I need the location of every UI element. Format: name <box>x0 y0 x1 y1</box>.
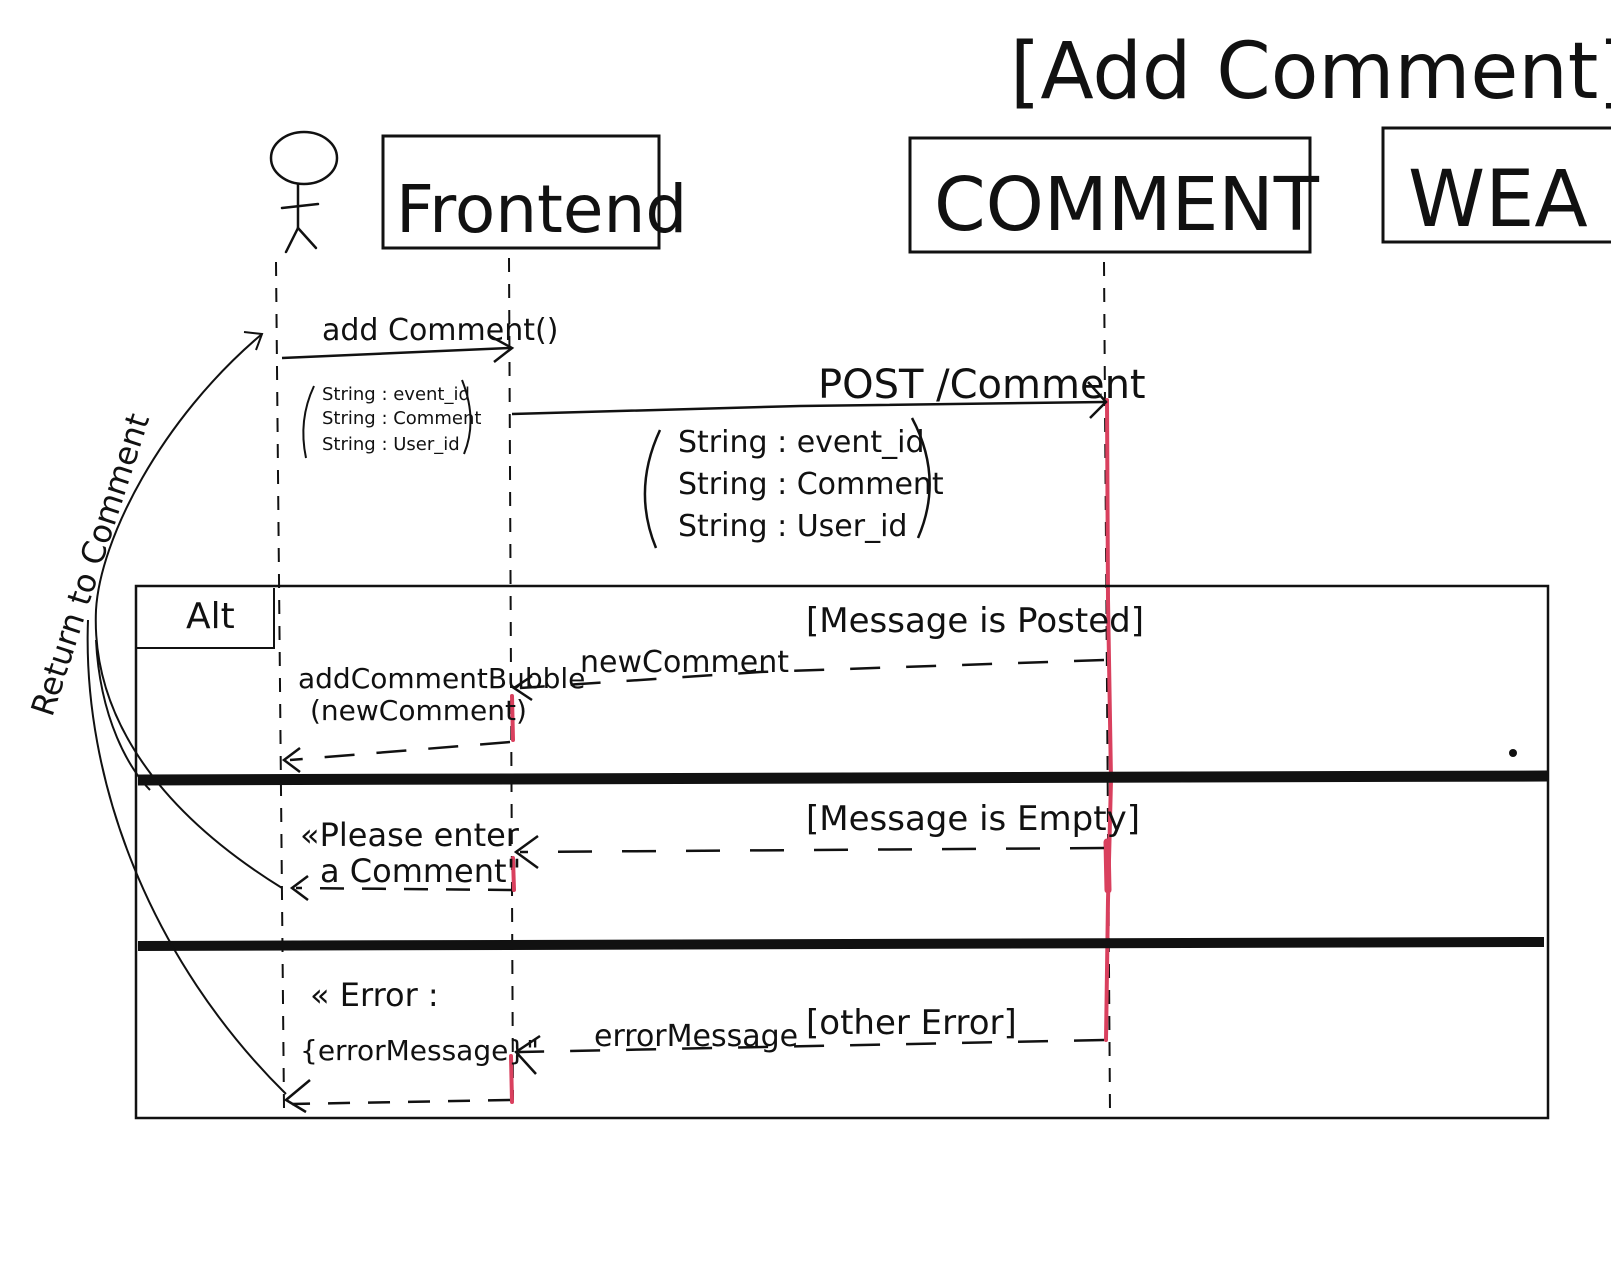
add-bubble-label: addCommentBubble <box>298 662 585 695</box>
param-bracket-right <box>461 379 472 455</box>
new-comment-label: newComment <box>580 645 789 680</box>
post-comment-param: String : event_id <box>678 425 925 460</box>
comment-activation-thick <box>1103 838 1112 894</box>
weather-label: WEA <box>1408 155 1588 245</box>
add-bubble-return <box>281 740 511 773</box>
alt-fragment: Alt <box>134 584 1550 1120</box>
weather-participant: WEA <box>1381 126 1611 245</box>
guard-other-error: [other Error] <box>806 1003 1017 1043</box>
error-text-label: {errorMessage}" <box>300 1034 539 1067</box>
post-comment-message <box>511 381 1108 419</box>
post-bracket-right <box>910 417 931 539</box>
actor-lifeline <box>275 261 285 1109</box>
frontend-label: Frontend <box>396 171 687 248</box>
add-comment-param: String : User_id <box>322 434 460 455</box>
post-comment-param: String : Comment <box>678 467 944 502</box>
comment-label: COMMENT <box>934 162 1320 248</box>
error-message-label: errorMessage <box>594 1019 798 1054</box>
add-comment-message <box>281 334 515 363</box>
please-enter-label: a Comment" <box>320 852 521 890</box>
guard-empty: [Message is Empty] <box>806 799 1140 839</box>
stray-dot <box>1509 749 1517 757</box>
new-comment-return <box>511 658 1105 702</box>
frontend-activation-1 <box>510 694 515 742</box>
alt-divider-2 <box>137 937 1545 951</box>
add-bubble-label: (newComment) <box>310 694 527 727</box>
please-enter-return <box>289 875 513 901</box>
error-text-return <box>283 1079 511 1114</box>
frontend-lifeline <box>508 257 514 1101</box>
alt-label: Alt <box>186 596 235 637</box>
add-comment-label: add Comment() <box>322 313 558 348</box>
alt-divider-1 <box>137 770 1549 786</box>
frontend-participant: Frontend <box>381 134 687 250</box>
frontend-activation-3 <box>509 1054 514 1104</box>
empty-message-return <box>513 834 1105 870</box>
user-actor-icon <box>269 130 339 254</box>
error-message-return <box>514 1034 1105 1075</box>
add-comment-param: String : event_id <box>322 384 470 405</box>
return-to-comment-loop <box>86 331 287 1095</box>
frontend-activation-2 <box>511 856 516 892</box>
error-text-label: « Error : <box>310 976 439 1014</box>
please-enter-label: «Please enter <box>300 816 520 854</box>
add-comment-param: String : Comment <box>322 408 481 429</box>
post-bracket-left <box>643 429 662 549</box>
post-comment-label: POST /Comment <box>818 362 1146 408</box>
param-bracket-left <box>302 385 315 459</box>
guard-posted: [Message is Posted] <box>806 601 1144 641</box>
post-comment-param: String : User_id <box>678 509 907 544</box>
comment-participant: COMMENT <box>908 136 1320 254</box>
diagram-title: [Add Comment] <box>1010 27 1611 117</box>
